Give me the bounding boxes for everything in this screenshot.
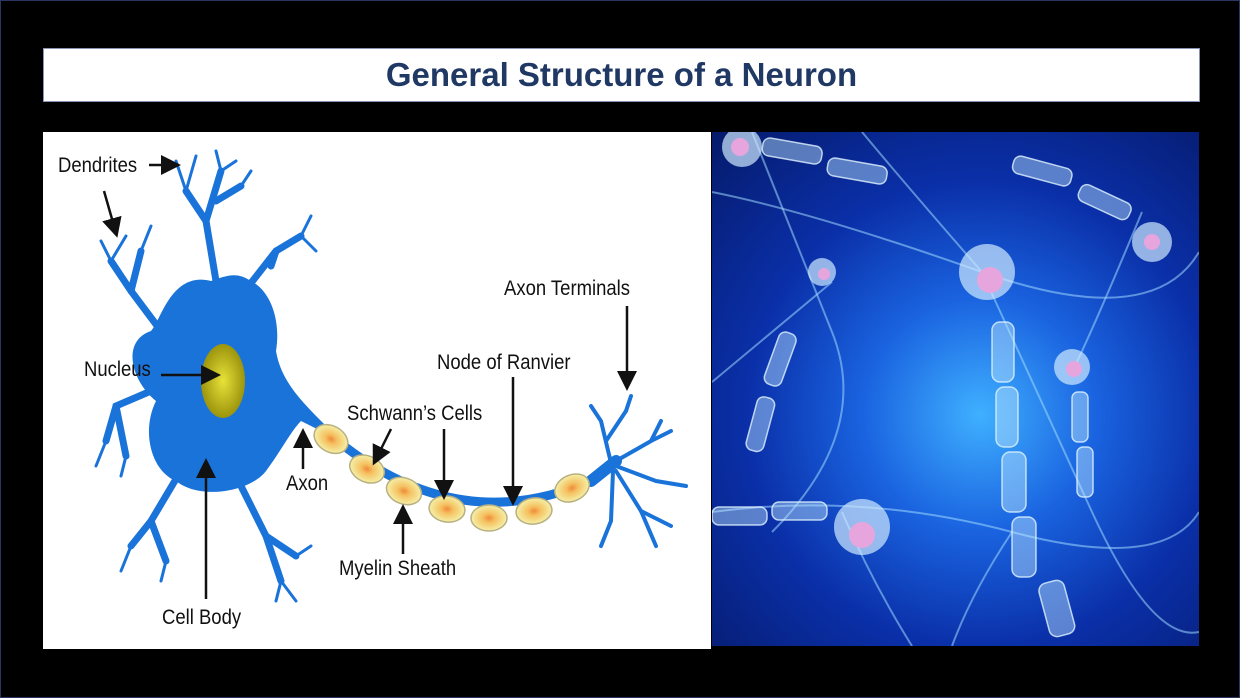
neuron-illustration — [94, 149, 688, 603]
label-nucleus: Nucleus — [84, 358, 151, 381]
neuron-shape — [94, 149, 688, 603]
label-myelin-sheath: Myelin Sheath — [339, 557, 457, 580]
slide-title: General Structure of a Neuron — [385, 56, 858, 93]
neuron-diagram: Dendrites Nucleus Cell Body Axon Schwann… — [43, 132, 711, 649]
label-axon-terminals: Axon Terminals — [504, 277, 631, 300]
neuron-network-illustration — [712, 132, 1199, 646]
schwann-cells — [313, 423, 590, 532]
nucleus — [201, 344, 245, 418]
label-dendrites: Dendrites — [58, 154, 138, 177]
neuron-network-image — [712, 132, 1199, 646]
label-node-of-ranvier: Node of Ranvier — [437, 351, 571, 374]
pointer-arrows — [102, 155, 637, 599]
title-bar: General Structure of a Neuron — [43, 48, 1200, 102]
label-schwann-cells: Schwann’s Cells — [347, 402, 483, 425]
label-cell-body: Cell Body — [162, 606, 242, 629]
label-axon: Axon — [286, 472, 329, 495]
